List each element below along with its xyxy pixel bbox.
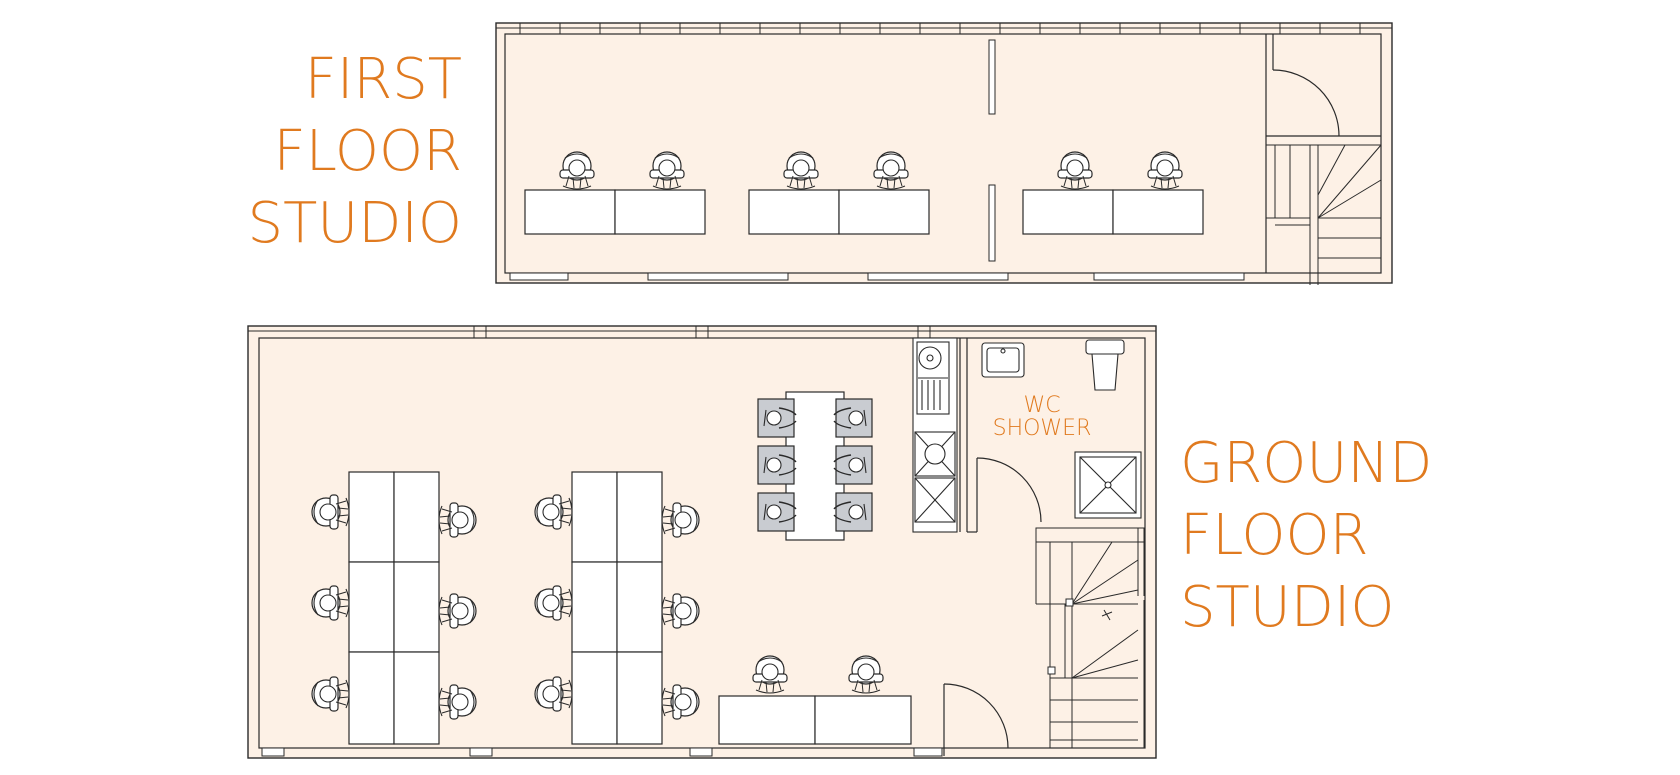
ground-floor-label-line-1: GROUND	[1180, 431, 1432, 496]
first-floor-label-line-3: STUDIO	[248, 191, 462, 256]
ground-floor-label-line-3: STUDIO	[1180, 575, 1394, 640]
wc-shower-label: WC SHOWER	[993, 393, 1092, 441]
wc-label: WC	[1023, 393, 1060, 418]
first-floor-label-line-1: FIRST	[305, 47, 462, 112]
ground-floor-label-line-2: FLOOR	[1180, 503, 1368, 568]
shower-label: SHOWER	[993, 416, 1092, 441]
first-floor-plan	[495, 22, 1393, 285]
first-floor-label: FIRST FLOOR STUDIO	[248, 47, 462, 256]
first-floor-label-line-2: FLOOR	[274, 119, 462, 184]
ground-floor-plan	[247, 325, 1157, 759]
ground-floor-label: GROUND FLOOR STUDIO	[1180, 431, 1432, 640]
